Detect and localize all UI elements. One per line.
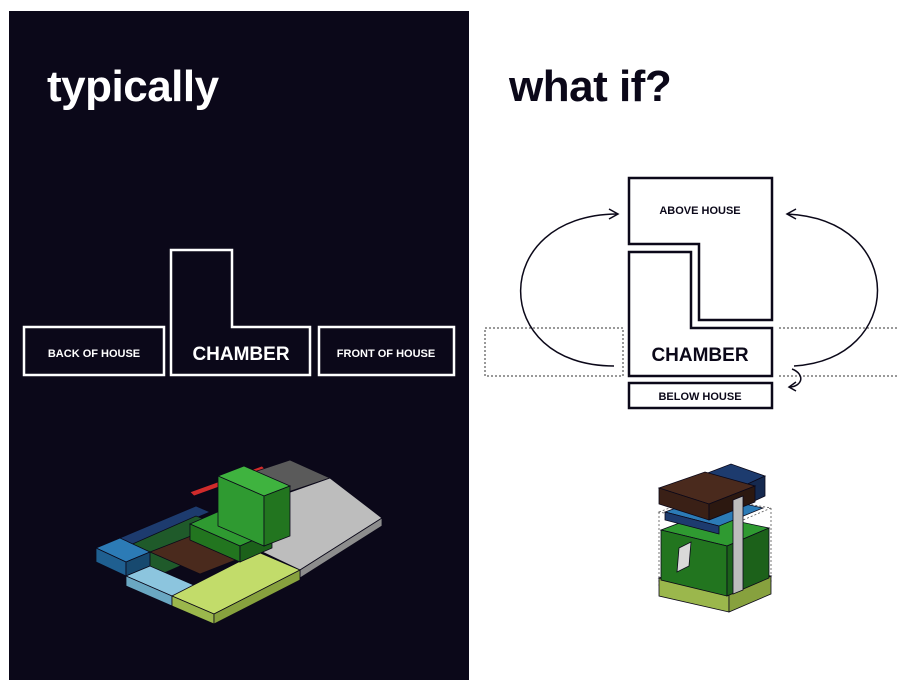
grey-column: [732, 495, 744, 595]
right-panel: what if? ABOVE HOUSE CHAMBER BELOW HOUSE: [469, 0, 899, 680]
left-panel: typically BACK OF HOUSE CHAMBER FRONT OF…: [9, 11, 469, 680]
right-curved-arrow: [786, 213, 879, 367]
right-diagram: ABOVE HOUSE CHAMBER BELOW HOUSE: [484, 176, 899, 613]
brown-roof-front: [708, 485, 756, 521]
small-curved-arrow: [789, 368, 802, 388]
lime-slab-front: [213, 569, 301, 625]
small-arrowhead: [787, 381, 797, 392]
chamber-box-right: [627, 250, 774, 378]
front-of-house-label: FRONT OF HOUSE: [337, 348, 435, 360]
movement-arrows: [520, 208, 879, 392]
chamber-label-right: CHAMBER: [651, 345, 748, 366]
chamber-label: CHAMBER: [192, 344, 289, 365]
back-of-house-label: BACK OF HOUSE: [48, 348, 140, 360]
green-tower-front: [263, 485, 291, 547]
front-of-house-box: [317, 325, 456, 377]
below-house-label: BELOW HOUSE: [658, 391, 741, 403]
front-of-house-dotted-outline: [779, 327, 899, 377]
right-heading: what if?: [509, 62, 672, 111]
isometric-house-model: [94, 459, 383, 625]
back-of-house-dotted-outline: [484, 327, 624, 377]
left-curved-arrow: [520, 213, 618, 367]
isometric-stacked-model: [657, 463, 773, 613]
left-heading: typically: [47, 62, 219, 111]
above-house-label: ABOVE HOUSE: [659, 205, 740, 217]
chamber-box: [169, 248, 312, 377]
above-house-box: [627, 176, 774, 322]
below-house-box: [627, 381, 774, 410]
blue-row-side: [664, 511, 720, 535]
left-diagram: BACK OF HOUSE CHAMBER FRONT OF HOUSE: [22, 248, 456, 625]
grey-leg: [676, 541, 692, 573]
back-of-house-box: [22, 325, 166, 377]
right-arrowhead: [785, 208, 797, 220]
left-arrowhead: [608, 208, 620, 220]
